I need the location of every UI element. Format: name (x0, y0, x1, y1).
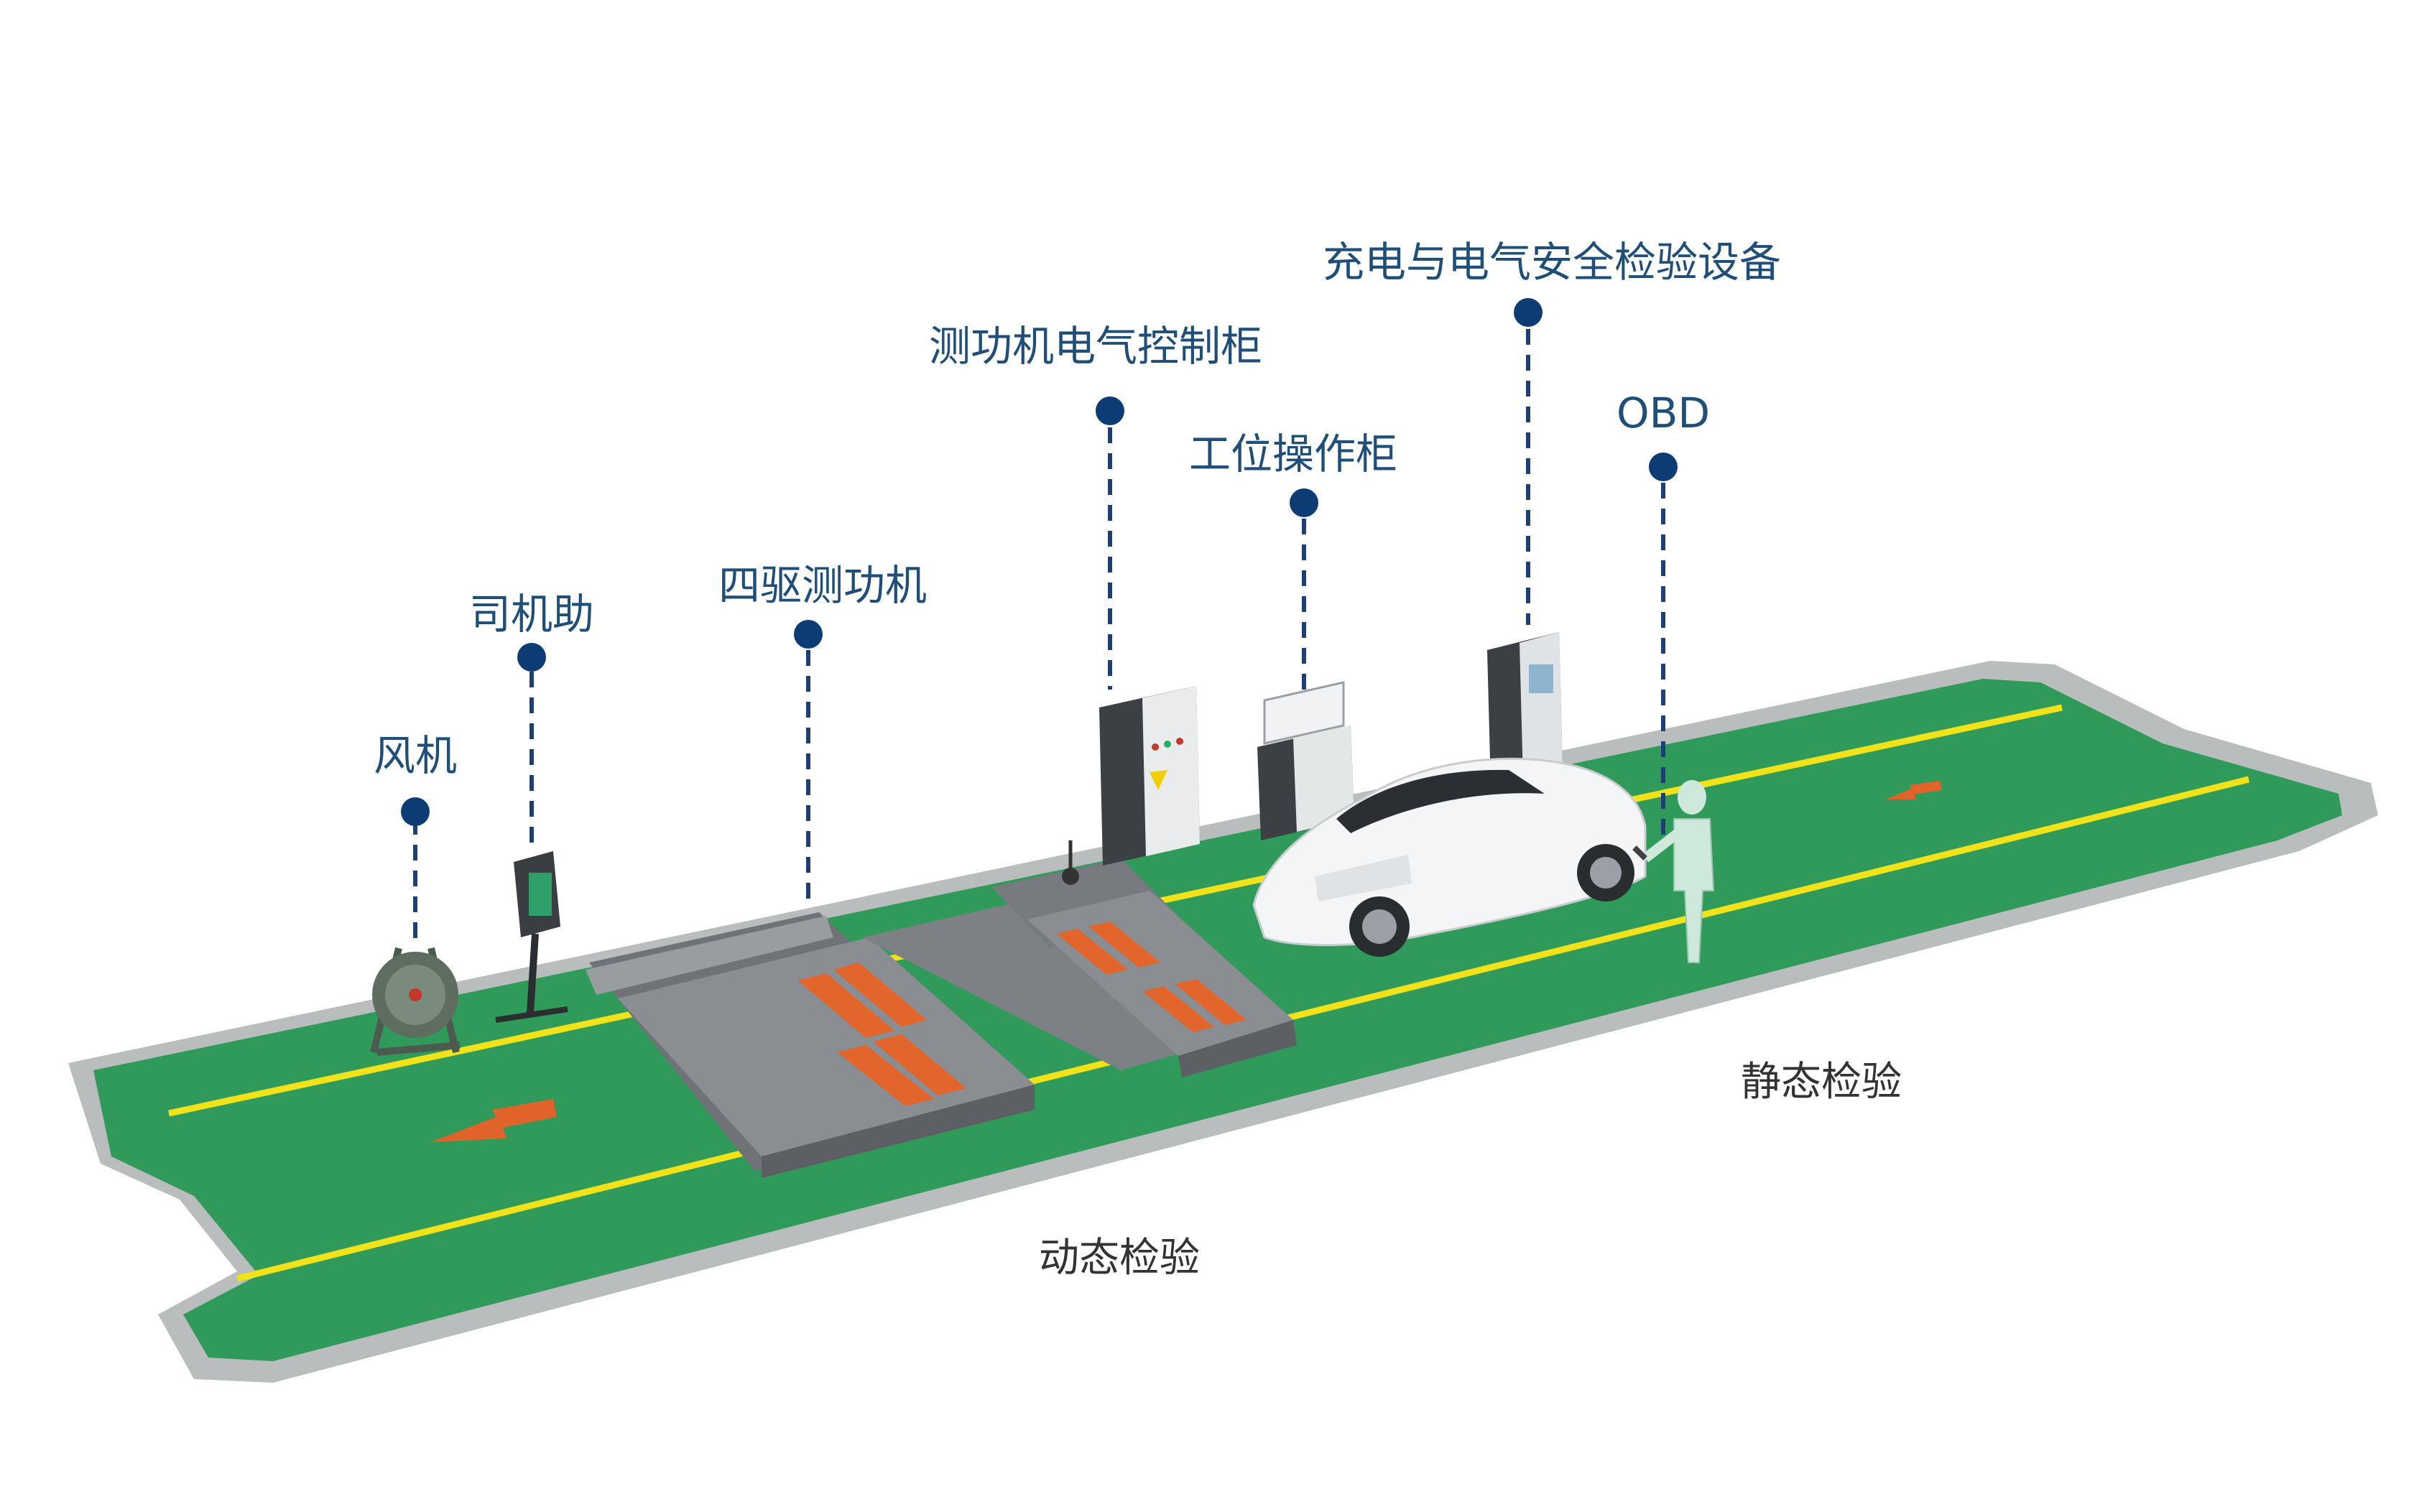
callout-label-awd-dyno: 四驱测功机 (718, 561, 927, 610)
callout-awd-dyno: 四驱测功机 (718, 561, 927, 905)
callout-dot (794, 620, 823, 649)
callout-fan: 风机 (374, 731, 457, 941)
callout-label-fan: 风机 (374, 731, 457, 780)
roller (1088, 922, 1160, 968)
roller (1175, 979, 1246, 1025)
roller (1056, 929, 1128, 975)
direction-arrow-left (431, 1099, 557, 1142)
direction-arrow-right (1886, 781, 1942, 799)
roller (833, 963, 927, 1027)
callout-dot (517, 643, 546, 672)
callout-dyno-cabinet: 测功机电气控制柜 (929, 322, 1262, 690)
callout-dot (1290, 488, 1318, 517)
callout-label-station-cabinet: 工位操作柜 (1189, 430, 1397, 478)
callout-dot (1096, 396, 1124, 425)
callout-label-dyno-cabinet: 测功机电气控制柜 (929, 322, 1262, 371)
callout-station-cabinet: 工位操作柜 (1189, 430, 1397, 693)
roller (1142, 986, 1214, 1032)
callout-charging-safety: 充电与电气安全检验设备 (1323, 238, 1781, 625)
callout-driver-aid: 司机助 (469, 590, 594, 848)
zone-label-static: 静态检验 (1741, 1059, 1902, 1105)
awd-dynamometer (586, 901, 1286, 1178)
callout-dot (1649, 453, 1678, 481)
roller (837, 1045, 934, 1106)
operator-figure (1632, 780, 1715, 963)
callout-label-obd: OBD (1616, 389, 1710, 437)
rear-dynamometer (991, 840, 1297, 1077)
charging-safety-equipment (1487, 632, 1563, 787)
callout-obd: OBD (1616, 389, 1710, 840)
electric-vehicle (1252, 758, 1647, 957)
driver-aid-stand (495, 851, 568, 1023)
roller (873, 1034, 966, 1095)
fan-unit (370, 947, 461, 1056)
callout-label-driver-aid: 司机助 (469, 590, 594, 639)
callout-dot (401, 797, 430, 826)
workstation-cabinet (1257, 681, 1354, 840)
zone-label-dynamic: 动态检验 (1039, 1235, 1200, 1281)
callout-label-charging-safety: 充电与电气安全检验设备 (1323, 238, 1781, 287)
roller (797, 973, 894, 1038)
dyno-electrical-cabinet (1099, 686, 1200, 866)
callouts: 风机 司机助 四驱测功机 测功机电气控制柜 工位操作柜 (374, 238, 1781, 941)
callout-dot (1514, 298, 1542, 327)
